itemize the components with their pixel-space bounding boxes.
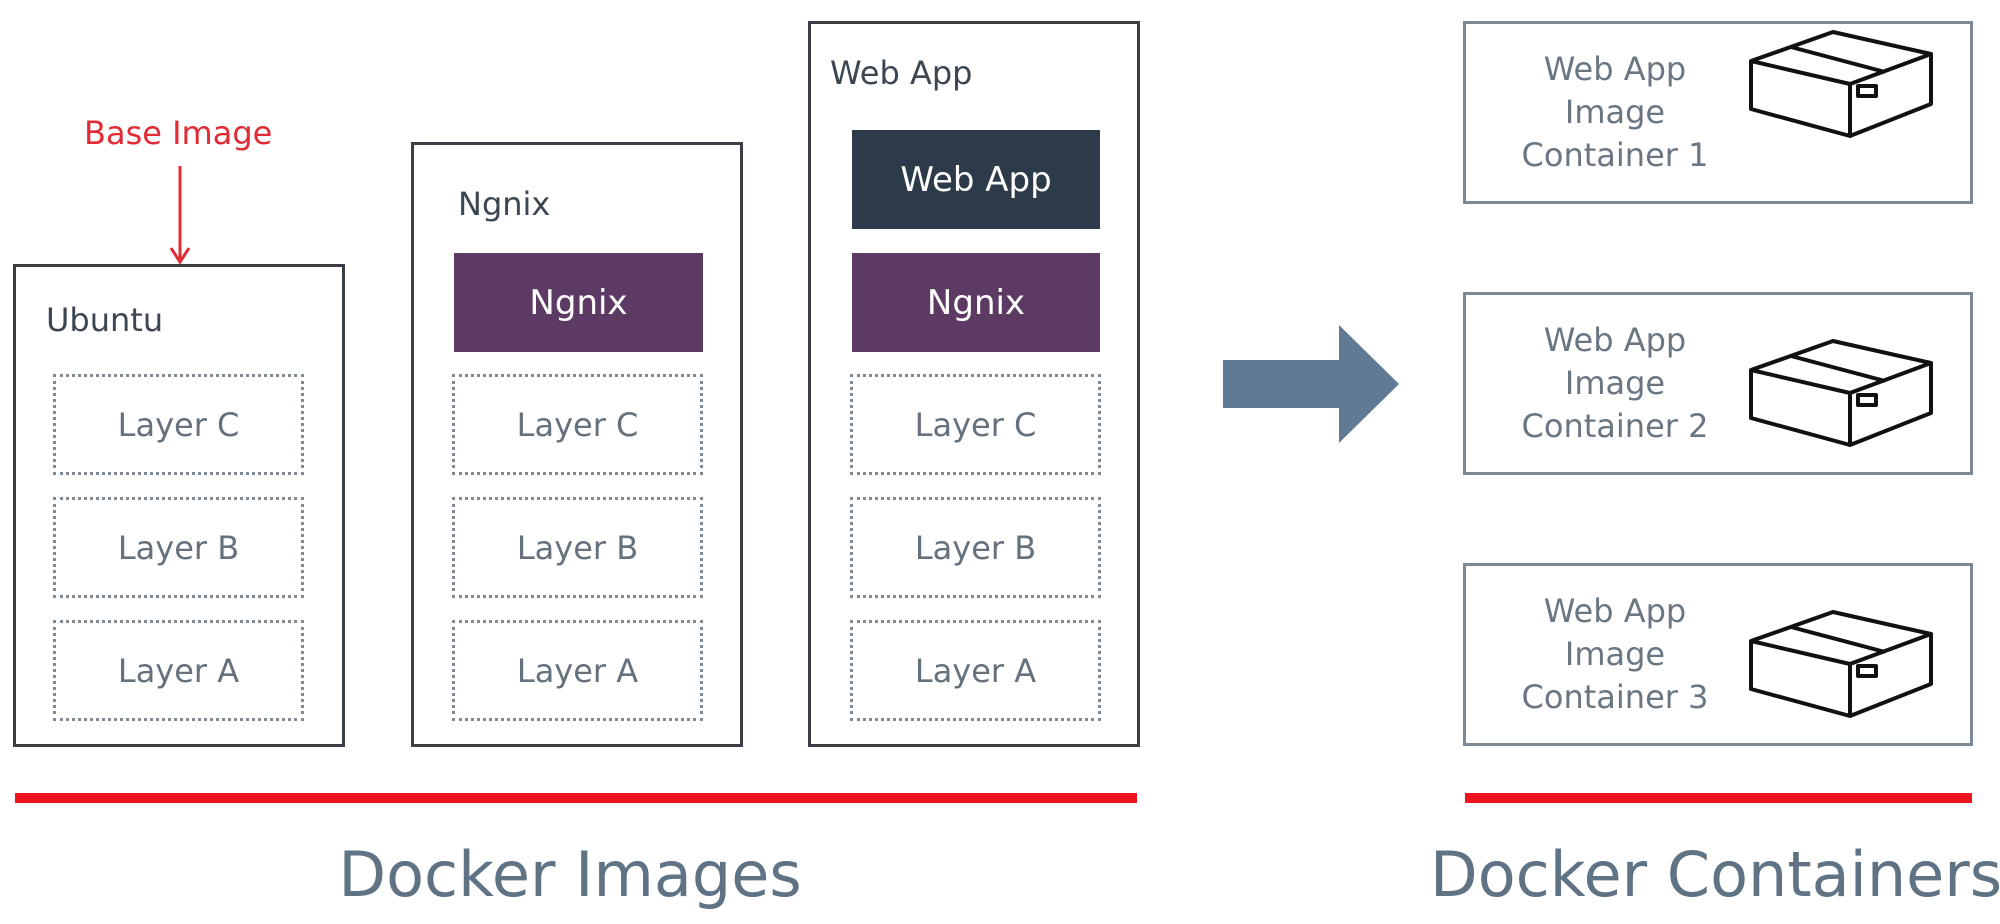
layer-c: Layer C <box>452 374 703 475</box>
containers-divider <box>1465 793 1972 803</box>
container-label: Web App Image Container 3 <box>1521 592 1709 716</box>
ngnix-layer: Ngnix <box>852 253 1100 352</box>
layer-b: Layer B <box>53 497 304 598</box>
container-box: Web App Image Container 3 <box>1463 563 1973 746</box>
box-icon <box>1749 610 1933 718</box>
images-divider <box>15 793 1137 803</box>
container-label: Web App Image Container 1 <box>1521 50 1709 174</box>
layer-a: Layer A <box>53 620 304 721</box>
layer-b: Layer B <box>850 497 1101 598</box>
layer-b: Layer B <box>452 497 703 598</box>
box-icon <box>1749 30 1933 138</box>
ubuntu-image-box: Ubuntu Layer C Layer B Layer A <box>13 264 345 747</box>
layer-a: Layer A <box>452 620 703 721</box>
right-arrow-icon <box>1223 325 1399 443</box>
box-icon <box>1749 339 1933 447</box>
ngnix-layer: Ngnix <box>454 253 703 352</box>
container-box: Web App Image Container 2 <box>1463 292 1973 475</box>
base-image-arrow <box>169 166 191 265</box>
container-label: Web App Image Container 2 <box>1521 321 1709 445</box>
container-box: Web App Image Container 1 <box>1463 21 1973 204</box>
docker-containers-label: Docker Containers <box>1430 838 2000 911</box>
ubuntu-image-title: Ubuntu <box>46 301 164 339</box>
webapp-layer: Web App <box>852 130 1100 229</box>
docker-images-label: Docker Images <box>338 838 802 911</box>
webapp-image-title: Web App <box>830 54 973 92</box>
layer-c: Layer C <box>850 374 1101 475</box>
base-image-label: Base Image <box>84 114 273 152</box>
ngnix-image-title: Ngnix <box>458 185 551 223</box>
layer-c: Layer C <box>53 374 304 475</box>
layer-a: Layer A <box>850 620 1101 721</box>
ngnix-image-box: Ngnix Ngnix Layer C Layer B Layer A <box>411 142 743 747</box>
webapp-image-box: Web App Web App Ngnix Layer C Layer B La… <box>808 21 1140 747</box>
